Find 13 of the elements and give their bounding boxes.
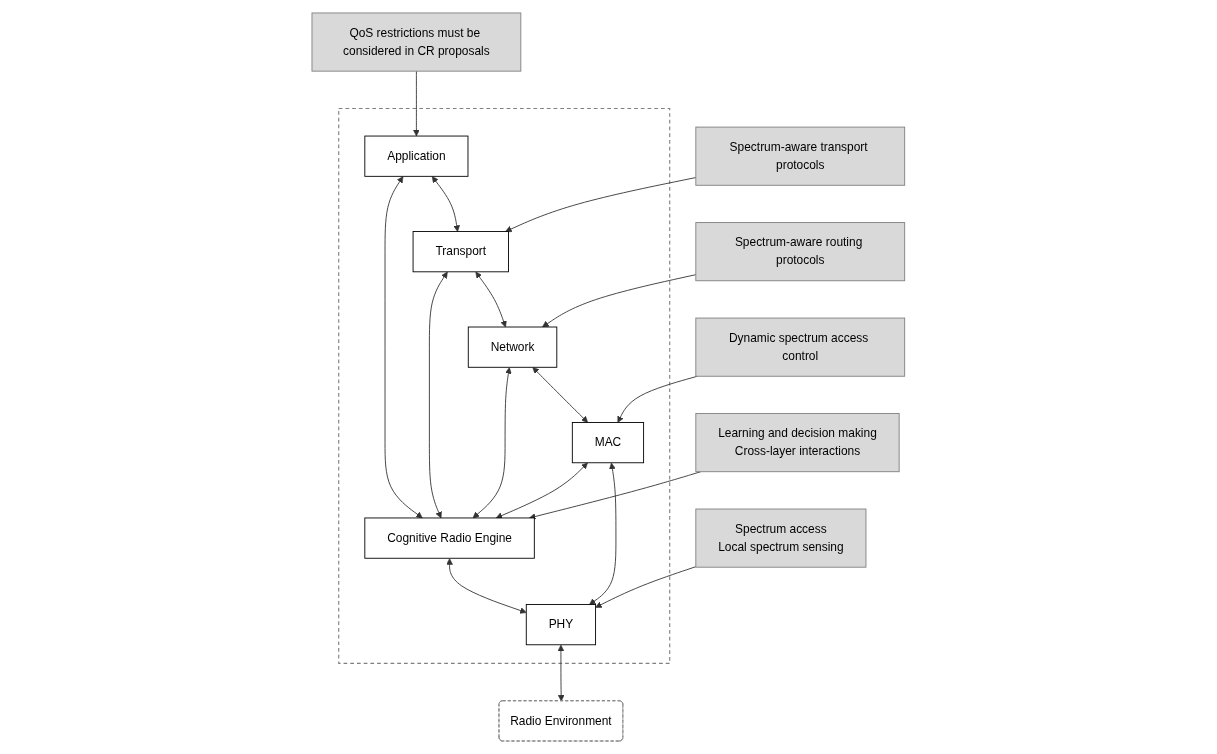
node-box: PHY xyxy=(526,604,597,646)
node-box: Network xyxy=(468,326,558,368)
node-box: Learning and decision making Cross-layer interactions xyxy=(695,413,900,473)
node-box: MAC xyxy=(572,422,645,464)
cluster xyxy=(338,107,671,664)
node-box: Cognitive Radio Engine xyxy=(364,517,535,559)
node-box: Spectrum-aware routing protocols xyxy=(695,222,906,282)
node-box: QoS restrictions must be considered in CR proposals xyxy=(311,12,522,72)
node-box: Transport xyxy=(412,231,510,273)
node-box: Application xyxy=(364,135,469,177)
node-box: Dynamic spectrum access control xyxy=(695,317,906,377)
node-box: Spectrum access Local spectrum sensing xyxy=(695,508,867,568)
node-box: Spectrum-aware transport protocols xyxy=(695,126,906,186)
